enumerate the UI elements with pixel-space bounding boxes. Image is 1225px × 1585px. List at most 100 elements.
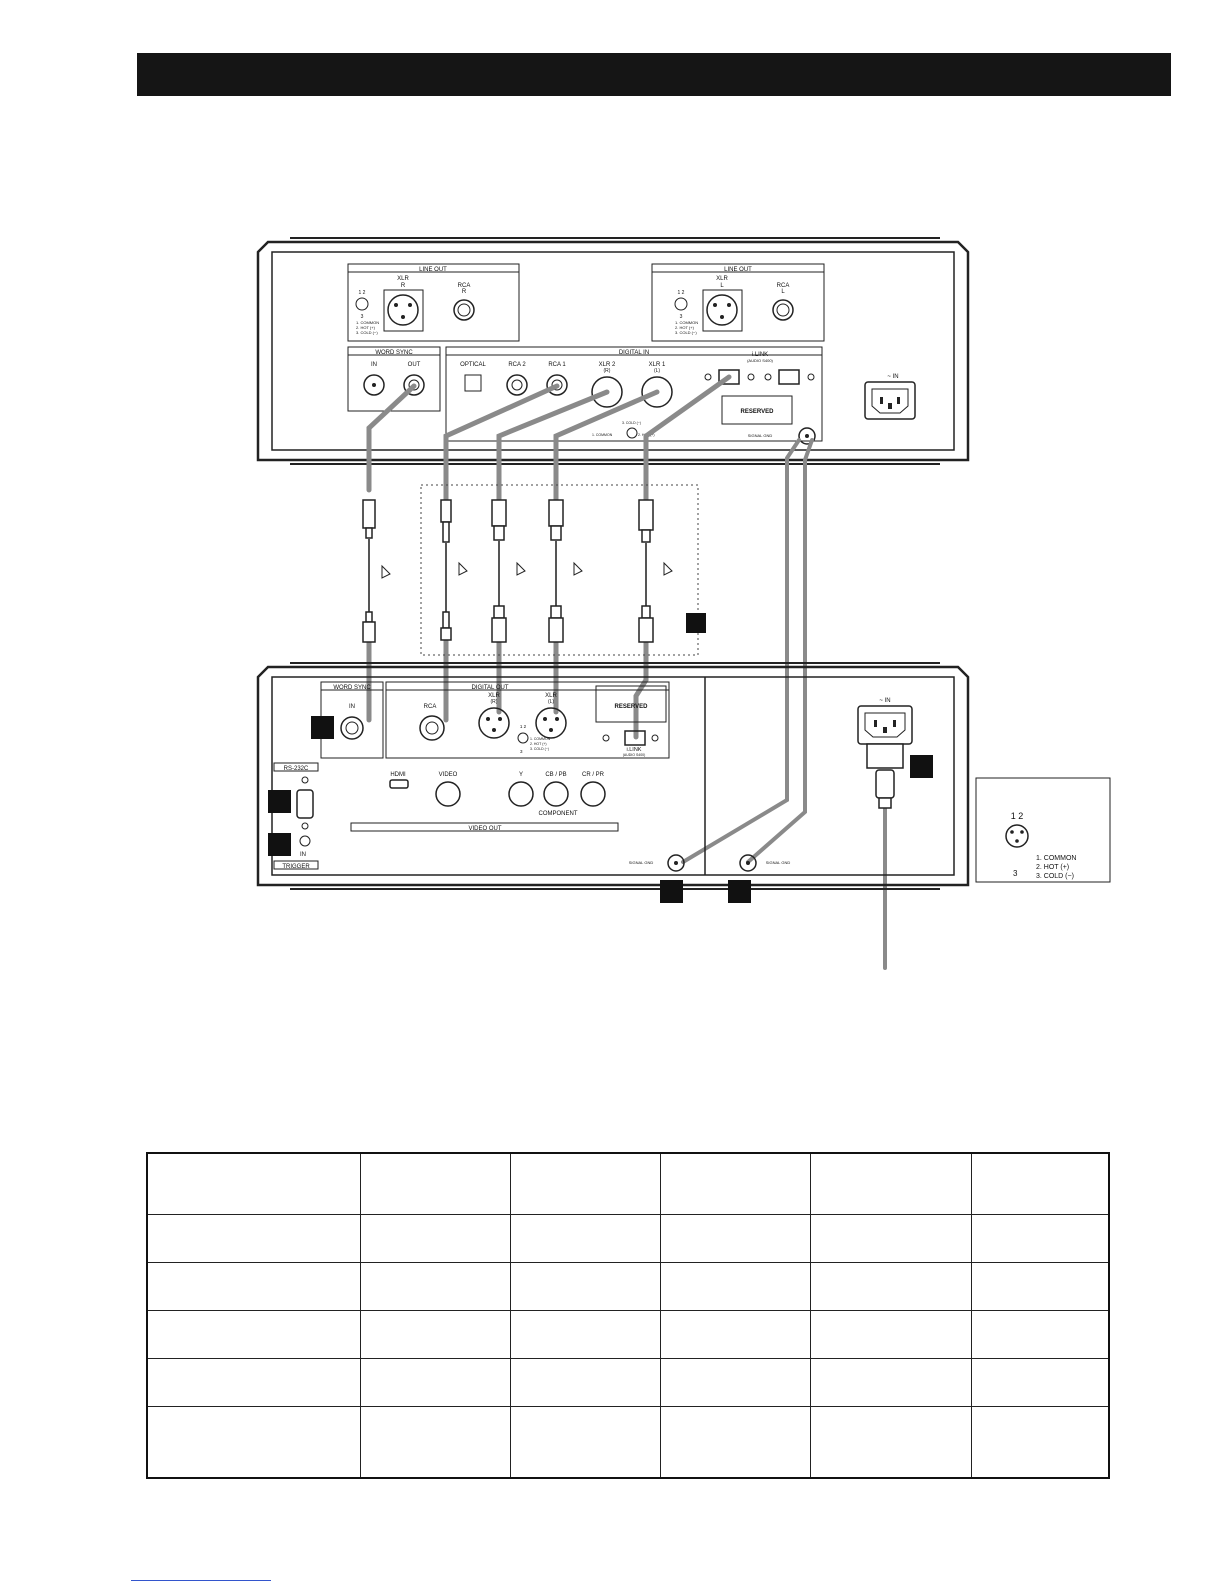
- top-word-sync-section: WORD SYNC IN OUT: [347, 346, 441, 412]
- signal-direction-arrows: [381, 561, 673, 579]
- xlr-l-channel: L: [720, 283, 724, 289]
- bottom-digital-out-section: DIGITAL OUT RCA XLR (R) XLR (L) 1 2 3 1.…: [385, 681, 670, 759]
- line-out-r-label: LINE OUT: [419, 267, 447, 273]
- bottom-signal-gnd-right: SIGNAL GND: [728, 854, 791, 903]
- connection-cables: [366, 374, 887, 970]
- trigger-port: IN TRIGGER: [268, 833, 319, 870]
- svg-text:1. COMMON: 1. COMMON: [675, 320, 698, 325]
- table-cell: [659, 1261, 811, 1311]
- bottom-word-sync-section: WORD SYNC IN: [311, 681, 384, 759]
- table-row: [146, 1214, 1110, 1263]
- svg-text:RS-232C: RS-232C: [284, 766, 309, 772]
- table-row: [146, 1405, 1110, 1479]
- svg-text:XLR: XLR: [545, 693, 557, 699]
- svg-text:~ IN: ~ IN: [887, 374, 898, 380]
- svg-text:SIGNAL GND: SIGNAL GND: [629, 860, 654, 865]
- table-cell: [509, 1261, 661, 1311]
- table-row: [146, 1309, 1110, 1359]
- svg-text:IN: IN: [300, 852, 306, 858]
- table-cell: [809, 1357, 972, 1407]
- table-cell: [146, 1214, 361, 1263]
- top-signal-gnd: SIGNAL GND: [748, 427, 816, 445]
- svg-text:RCA 2: RCA 2: [508, 362, 526, 368]
- svg-text:3: 3: [361, 314, 364, 320]
- table-cell: [659, 1405, 811, 1479]
- svg-text:(AUDIO S400): (AUDIO S400): [747, 358, 773, 363]
- svg-text:3. COLD (−): 3. COLD (−): [675, 330, 697, 335]
- svg-text:1 2: 1 2: [678, 290, 685, 296]
- svg-text:OPTICAL: OPTICAL: [460, 362, 486, 368]
- table-cell: [509, 1309, 661, 1359]
- table-cell: [970, 1214, 1110, 1263]
- table-cell: [970, 1309, 1110, 1359]
- rs232c-port: RS-232C: [268, 762, 319, 830]
- svg-text:RCA 1: RCA 1: [548, 362, 566, 368]
- svg-text:XLR: XLR: [488, 693, 500, 699]
- svg-text:Y: Y: [519, 772, 523, 778]
- svg-text:HDMI: HDMI: [390, 772, 406, 778]
- table-cell: [359, 1357, 511, 1407]
- svg-text:RESERVED: RESERVED: [741, 409, 775, 415]
- cable-group-box: [420, 484, 706, 656]
- table-row: [146, 1152, 1110, 1215]
- table-cell: [809, 1261, 972, 1311]
- table-cell: [509, 1214, 661, 1263]
- table-cell: [970, 1261, 1110, 1311]
- table-cell: [146, 1261, 361, 1311]
- svg-text:~ IN: ~ IN: [879, 698, 890, 704]
- svg-text:SIGNAL GND: SIGNAL GND: [766, 860, 791, 865]
- svg-text:1. COMMON: 1. COMMON: [530, 737, 551, 741]
- svg-text:i.LINK: i.LINK: [752, 352, 768, 358]
- svg-text:COMPONENT: COMPONENT: [539, 811, 578, 817]
- top-digital-in-section: DIGITAL IN OPTICAL RCA 2 RCA 1 XLR 2 (R)…: [445, 346, 823, 442]
- svg-text:3. COLD (−): 3. COLD (−): [356, 330, 378, 335]
- svg-text:2. HOT (+): 2. HOT (+): [356, 325, 376, 330]
- table-cell: [659, 1152, 811, 1215]
- svg-text:XLR 1: XLR 1: [649, 362, 666, 368]
- table-cell: [509, 1405, 661, 1479]
- svg-text:(R): (R): [491, 699, 498, 705]
- table-cell: [809, 1214, 972, 1263]
- svg-text:DIGITAL IN: DIGITAL IN: [619, 350, 649, 356]
- svg-text:DIGITAL OUT: DIGITAL OUT: [471, 685, 508, 691]
- top-ac-in: ~ IN: [864, 374, 916, 420]
- svg-text:CB / PB: CB / PB: [545, 772, 566, 778]
- table-cell: [359, 1261, 511, 1311]
- table-cell: [970, 1357, 1110, 1407]
- top-line-out-l-section: LINE OUT XLR L RCA L 1 2 3 1. COMMON 2. …: [651, 263, 825, 342]
- footer-link-underline[interactable]: [131, 1580, 271, 1581]
- svg-text:WORD SYNC: WORD SYNC: [333, 685, 371, 691]
- svg-text:RCA: RCA: [424, 704, 437, 710]
- table-cell: [659, 1309, 811, 1359]
- rca-l-label: RCA: [777, 283, 790, 289]
- svg-text:3: 3: [680, 314, 683, 320]
- svg-text:1. COMMON: 1. COMMON: [356, 320, 379, 325]
- svg-text:TRIGGER: TRIGGER: [282, 864, 310, 870]
- table-cell: [359, 1214, 511, 1263]
- bottom-ac-in: ~ IN: [857, 698, 933, 778]
- section-title-bar: [137, 53, 1171, 96]
- svg-text:2. HOT (+): 2. HOT (+): [1036, 864, 1069, 871]
- svg-text:3. COLD (−): 3. COLD (−): [1036, 873, 1074, 880]
- table-cell: [970, 1152, 1110, 1215]
- svg-text:1. COMMON: 1. COMMON: [592, 433, 613, 437]
- svg-text:3: 3: [520, 749, 523, 754]
- top-unit-rear-panel: [256, 237, 970, 465]
- table-cell: [809, 1405, 972, 1479]
- svg-text:WORD SYNC: WORD SYNC: [375, 350, 413, 356]
- xlr-pinout-inset: 1 2 3 1. COMMON 2. HOT (+) 3. COLD (−): [975, 777, 1111, 883]
- table-cell: [359, 1152, 511, 1215]
- svg-text:2. HOT (+): 2. HOT (+): [675, 325, 695, 330]
- table-cell: [659, 1357, 811, 1407]
- svg-text:IN: IN: [349, 704, 355, 710]
- svg-text:2. HOT (+): 2. HOT (+): [530, 742, 547, 746]
- bottom-unit-rear-panel: [256, 662, 970, 890]
- rca-l-channel: L: [781, 289, 785, 295]
- svg-text:1. COMMON: 1. COMMON: [1036, 855, 1076, 862]
- table-cell: [146, 1357, 361, 1407]
- svg-text:OUT: OUT: [408, 362, 421, 368]
- cable-connectors: [362, 499, 895, 809]
- svg-text:(AUDIO S400): (AUDIO S400): [623, 753, 646, 757]
- svg-text:VIDEO: VIDEO: [439, 772, 458, 778]
- table-cell: [359, 1405, 511, 1479]
